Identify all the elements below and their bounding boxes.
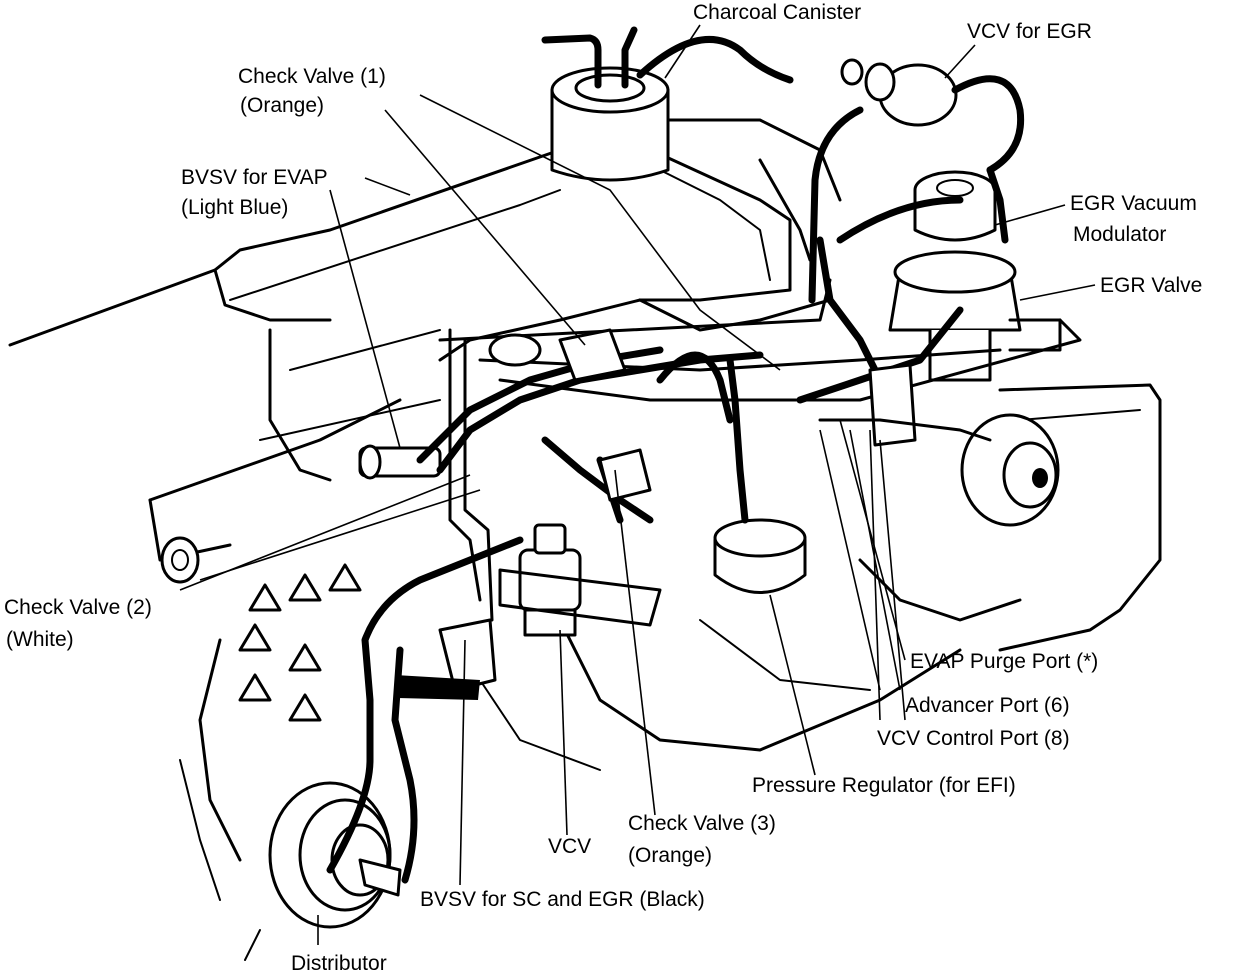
right-housing-part [960, 413, 1060, 527]
leader-bvsv-evap [329, 189, 401, 449]
label-check-valve-2: Check Valve (2) [4, 596, 152, 619]
label-check-valve-1: Check Valve (1) [238, 65, 386, 88]
label-egr-vacuum-modulator-line1: EGR Vacuum [1070, 192, 1197, 215]
pressure-regulator-part [713, 356, 807, 594]
leader-check-valve-3 [614, 469, 656, 816]
label-evap-purge-port: EVAP Purge Port (*) [910, 650, 1098, 673]
leader-charcoal-canister [664, 24, 701, 79]
leader-bvsv-evap-b [364, 177, 411, 196]
leader-check-valve-2-b [199, 489, 481, 581]
label-pressure-regulator: Pressure Regulator (for EFI) [752, 774, 1016, 797]
label-check-valve-1-color: (Orange) [240, 94, 324, 117]
leader-egr-vacuum-modulator [994, 204, 1066, 226]
leader-vcv [559, 629, 568, 836]
distributor-part [238, 563, 402, 929]
leader-egr-valve [1019, 284, 1096, 301]
leader-evap-purge-port [839, 419, 906, 661]
leader-bvsv-sc-egr [459, 639, 466, 886]
leader-check-valve-1 [384, 109, 586, 346]
leader-advancer-port [819, 429, 881, 691]
label-check-valve-3: Check Valve (3) [628, 812, 776, 835]
label-bvsv-for-sc-egr: BVSV for SC and EGR (Black) [420, 888, 705, 911]
bvsv-evap-part [358, 444, 442, 480]
label-bvsv-for-evap-color: (Light Blue) [181, 196, 288, 219]
leader-vcv-control-port [869, 429, 881, 721]
label-distributor: Distributor [291, 952, 387, 972]
leader-check-valve-1-b [419, 94, 781, 371]
leader-lines [179, 24, 1096, 945]
label-check-valve-3-color: (Orange) [628, 844, 712, 867]
label-vcv-for-egr: VCV for EGR [967, 20, 1092, 43]
charcoal-canister-part [541, 26, 794, 182]
leader-vcv-control-port-b [879, 439, 906, 721]
leader-pressure-regulator [769, 594, 816, 776]
vcv-part [498, 523, 662, 637]
label-charcoal-canister: Charcoal Canister [693, 1, 861, 24]
engine-illustration [8, 118, 1162, 961]
vcv-for-egr-part [808, 58, 1025, 304]
label-bvsv-for-evap: BVSV for EVAP [181, 166, 328, 189]
leader-vcv-for-egr [944, 44, 976, 79]
label-check-valve-2-color: (White) [6, 628, 74, 651]
vacuum-hoses [326, 158, 1082, 884]
label-vcv: VCV [548, 835, 591, 858]
bvsv-sc-egr-part [395, 618, 497, 700]
label-egr-vacuum-modulator-line2: Modulator [1073, 223, 1166, 246]
label-egr-valve: EGR Valve [1100, 274, 1202, 297]
labels: Charcoal Canister VCV for EGR Check Valv… [4, 1, 1202, 972]
label-advancer-port: Advancer Port (6) [905, 694, 1070, 717]
label-vcv-control-port: VCV Control Port (8) [877, 727, 1070, 750]
